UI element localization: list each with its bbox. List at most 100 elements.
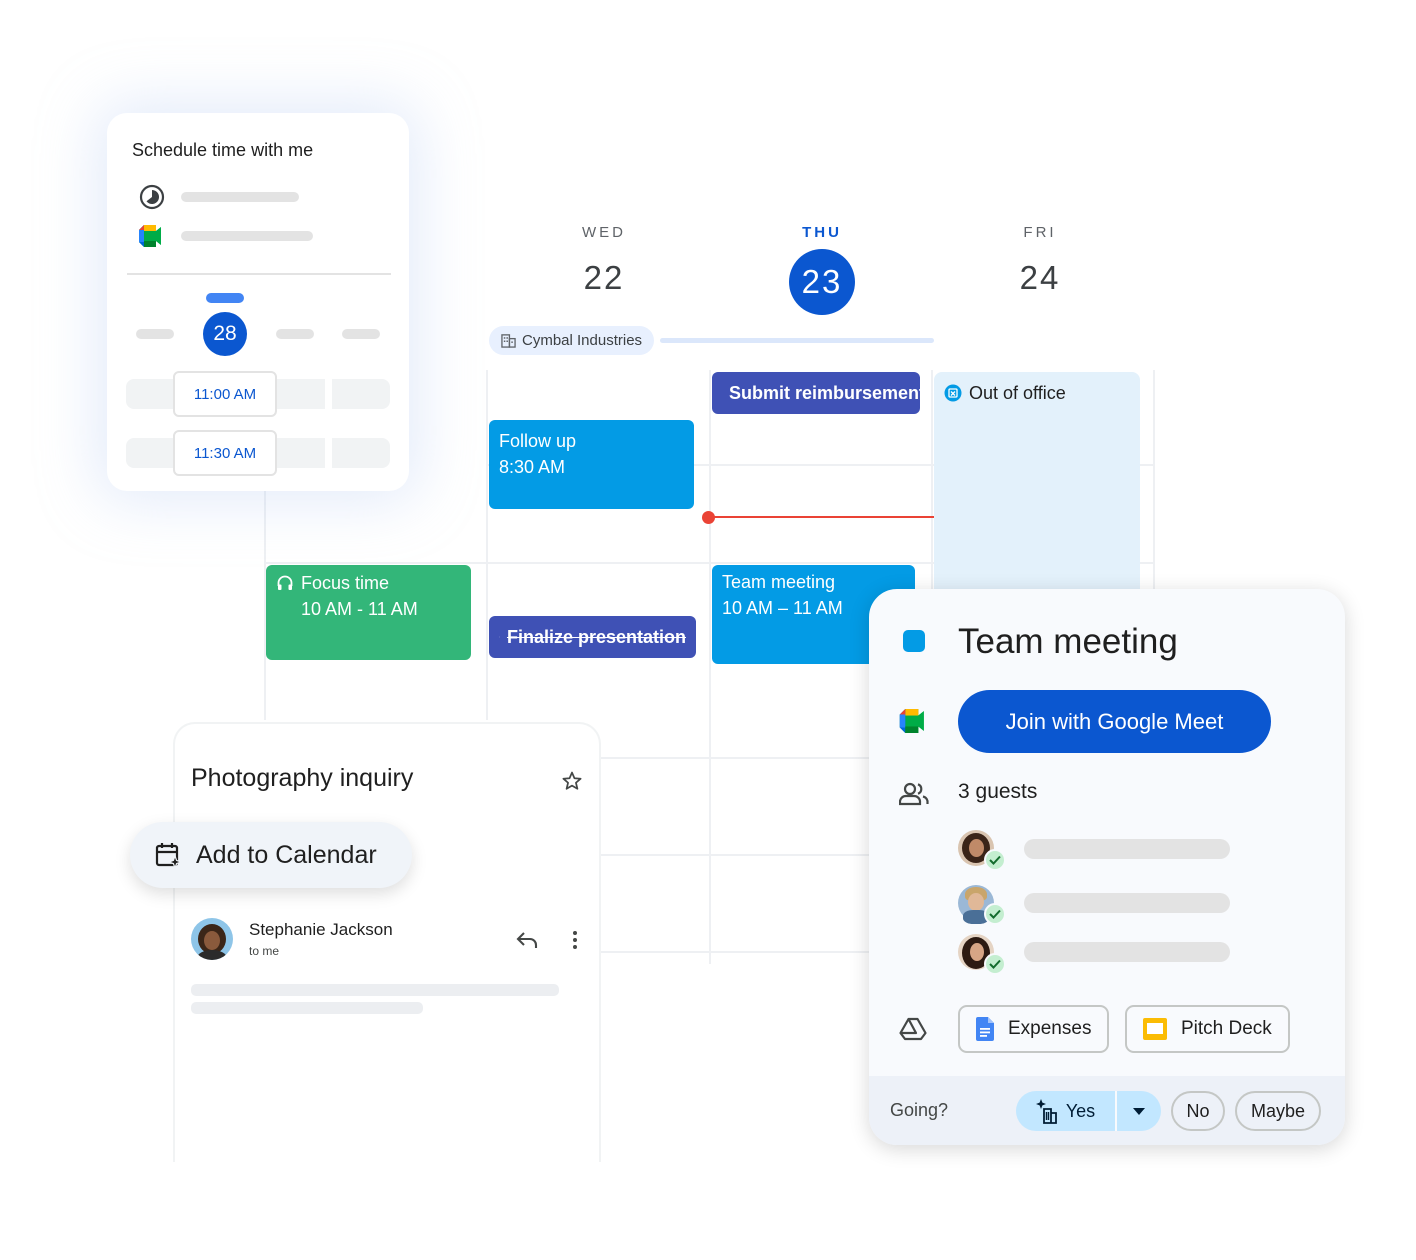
today-date-circle: 23 (789, 249, 855, 315)
recipient-label: to me (249, 944, 280, 958)
headphones-icon (277, 575, 293, 590)
skeleton-line (1024, 942, 1230, 962)
current-time-line (710, 516, 934, 518)
skeleton-line (191, 984, 559, 996)
selected-day-indicator (206, 293, 244, 303)
event-title: Submit reimbursement (729, 383, 920, 403)
attachment-label: Expenses (1008, 1018, 1092, 1039)
day-name: THU (802, 224, 842, 241)
date-28-selected[interactable]: 28 (203, 312, 247, 356)
grid-divider (600, 757, 870, 759)
rsvp-yes-label: Yes (1065, 1100, 1096, 1121)
skeleton-line (191, 1002, 423, 1014)
split-divider (1115, 1091, 1117, 1131)
skeleton-line (181, 192, 299, 202)
booking-title: Schedule time with me (132, 140, 314, 160)
accepted-badge (984, 903, 1006, 925)
event-time: 10 AM – 11 AM (722, 598, 843, 618)
accepted-badge (984, 953, 1006, 975)
star-icon[interactable] (561, 770, 583, 792)
event-submit-reimbursement[interactable]: Submit reimbursement (712, 372, 920, 414)
grid-divider (264, 490, 266, 720)
docs-icon (976, 1017, 994, 1041)
event-title: Out of office (969, 383, 1066, 403)
rsvp-footer: Going? Yes No Maybe (869, 1076, 1345, 1145)
spark-icon (1035, 1099, 1057, 1124)
theme-icon (139, 184, 165, 210)
check-icon (989, 959, 1001, 969)
attachment-expenses[interactable]: Expenses (958, 1005, 1110, 1053)
current-time-dot (702, 511, 715, 524)
skeleton-line (1024, 893, 1230, 913)
slides-icon (1143, 1018, 1167, 1040)
grid-divider (600, 854, 870, 856)
more-vert-icon[interactable] (572, 930, 578, 950)
skeleton-day (342, 329, 380, 339)
google-meet-icon (139, 225, 161, 247)
slot-gap (325, 438, 332, 468)
rsvp-maybe-button[interactable]: Maybe (1235, 1091, 1321, 1131)
day-number: 22 (583, 259, 625, 296)
add-to-calendar-button[interactable]: Add to Calendar (130, 822, 412, 888)
rsvp-yes-group: Yes (1016, 1091, 1161, 1131)
grid-divider (264, 562, 1154, 564)
day-header-wed[interactable]: WED 22 (544, 224, 664, 297)
check-icon (989, 855, 1001, 865)
task-check-icon (499, 636, 500, 638)
grid-divider (1153, 370, 1155, 590)
all-day-event-label: Cymbal Industries (522, 332, 643, 349)
event-title: Focus time (301, 573, 390, 593)
event-follow-up[interactable]: Follow up 8:30 AM (489, 420, 694, 509)
skeleton-line (181, 231, 313, 241)
event-time: 8:30 AM (499, 457, 566, 477)
rsvp-yes-button[interactable]: Yes (1016, 1091, 1115, 1131)
rsvp-no-button[interactable]: No (1171, 1091, 1225, 1131)
building-icon (501, 334, 516, 348)
event-out-of-office[interactable]: Out of office (934, 372, 1140, 590)
rsvp-options-dropdown[interactable] (1117, 1091, 1161, 1131)
day-header-fri[interactable]: FRI 24 (980, 224, 1100, 297)
people-icon (899, 782, 929, 806)
day-number: 24 (1019, 259, 1061, 296)
time-slot-button[interactable]: 11:30 AM (173, 430, 277, 476)
event-title: Team meeting (722, 572, 836, 592)
add-to-calendar-label: Add to Calendar (196, 840, 377, 869)
grid-divider (600, 951, 870, 953)
event-title: Follow up (499, 431, 577, 451)
event-time: 10 AM - 11 AM (301, 599, 418, 619)
all-day-event-chip[interactable]: Cymbal Industries (489, 326, 655, 355)
grid-divider (709, 370, 711, 964)
google-meet-icon (899, 709, 924, 733)
event-color-swatch (903, 630, 925, 652)
going-label: Going? (890, 1100, 949, 1120)
event-title: Finalize presentation (506, 627, 686, 647)
dropdown-icon (1133, 1107, 1145, 1115)
join-google-meet-button[interactable]: Join with Google Meet (958, 690, 1271, 753)
skeleton-day (136, 329, 174, 339)
calendar-add-icon (155, 843, 182, 869)
day-header-thu[interactable]: THU 23 (762, 224, 882, 315)
reply-icon[interactable] (515, 930, 539, 950)
avatar (191, 918, 233, 960)
google-drive-icon (899, 1017, 927, 1041)
sender-name: Stephanie Jackson (249, 920, 393, 939)
day-name: WED (582, 224, 626, 241)
check-icon (989, 909, 1001, 919)
day-name: FRI (1023, 224, 1057, 241)
email-subject: Photography inquiry (191, 764, 414, 792)
accepted-badge (984, 849, 1006, 871)
all-day-span (660, 338, 934, 343)
attachment-pitch-deck[interactable]: Pitch Deck (1125, 1005, 1290, 1053)
divider (127, 273, 391, 275)
event-title: Team meeting (958, 622, 1178, 661)
guests-count: 3 guests (958, 780, 1038, 803)
event-details-card: Team meeting Join with Google Meet 3 gue… (869, 589, 1345, 1145)
grid-divider (486, 370, 488, 720)
skeleton-day (276, 329, 314, 339)
event-finalize-presentation[interactable]: Finalize presentation (489, 616, 696, 658)
guest-avatar[interactable] (958, 830, 994, 866)
out-of-office-icon (944, 384, 962, 402)
booking-page-card: Schedule time with me 28 11:00 AM 11:30 … (107, 113, 409, 491)
time-slot-button[interactable]: 11:00 AM (173, 371, 277, 417)
event-focus-time[interactable]: Focus time 10 AM - 11 AM (266, 565, 471, 660)
